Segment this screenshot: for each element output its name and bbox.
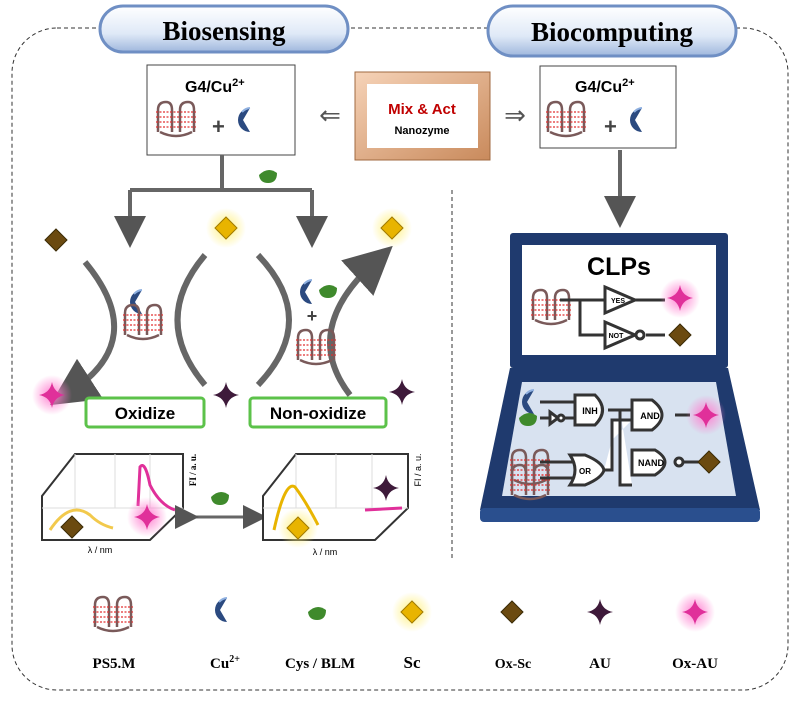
- svg-text:AND: AND: [640, 411, 660, 421]
- ox-sc-icon: [44, 228, 68, 252]
- copper-icon: [129, 289, 143, 315]
- svg-text:+: +: [604, 114, 617, 139]
- svg-text:Oxidize: Oxidize: [115, 404, 175, 423]
- svg-text:+: +: [212, 114, 225, 139]
- laptop-clps: CLPs YES NOT INH AND OR NAND: [480, 233, 760, 522]
- legend-label-cu: Cu2+: [210, 654, 240, 672]
- svg-text:λ / nm: λ / nm: [313, 547, 338, 557]
- biocomputing-header: Biocomputing: [486, 4, 738, 58]
- svg-text:NOT: NOT: [609, 333, 625, 340]
- legend-label-cys-blm: Cys / BLM: [285, 656, 355, 672]
- legend-label-au: AU: [589, 656, 611, 672]
- green-drop-icon: [211, 491, 229, 505]
- au-icon: [389, 379, 415, 405]
- reaction-arcs: [49, 245, 393, 406]
- ox-au-icon: [32, 375, 72, 415]
- svg-text:Non-oxidize: Non-oxidize: [270, 404, 366, 423]
- legend-label-ox-sc: Ox-Sc: [495, 657, 532, 672]
- g4-icon: [121, 303, 165, 341]
- spectrum-chart-non-oxidized: FI / a. u. λ / nm: [262, 453, 423, 557]
- green-drop-icon: [319, 284, 337, 298]
- legend-icon-ps5m: [91, 595, 135, 633]
- spectrum-chart-oxidized: FI / a. u. λ / nm: [41, 453, 198, 555]
- svg-text:OR: OR: [579, 467, 591, 476]
- g4-cu-box-right: G4/Cu2+ +: [539, 65, 677, 149]
- ox-au-icon: [686, 395, 726, 435]
- au-icon: [213, 382, 239, 408]
- legend-icon-sc: [391, 591, 433, 633]
- svg-text:Mix & Act: Mix & Act: [388, 101, 456, 118]
- biosensing-header: Biosensing: [98, 4, 350, 54]
- legend: PS5.M Cu2+ Cys / BLM Sc Ox-Sc AU Ox-AU: [91, 591, 718, 672]
- svg-text:INH: INH: [582, 406, 598, 416]
- sc-glow-icon: [277, 507, 319, 549]
- svg-text:G4/Cu2+: G4/Cu2+: [575, 77, 635, 96]
- oxidize-label: Oxidize: [84, 396, 206, 429]
- double-arrow-left-icon: ⇐: [319, 100, 341, 130]
- legend-label-sc: Sc: [404, 653, 421, 672]
- legend-icon-ox-sc: [500, 600, 524, 624]
- sc-glow-icon: [205, 207, 247, 249]
- svg-text:YES: YES: [611, 298, 625, 305]
- legend-icon-ox-au: [675, 592, 715, 632]
- flow-lines: [114, 150, 636, 248]
- clps-title: CLPs: [587, 253, 651, 281]
- frame: [11, 27, 789, 691]
- double-arrow-right-icon: ⇒: [504, 100, 526, 130]
- legend-label-ox-au: Ox-AU: [672, 656, 718, 672]
- mix-act-nanozyme-box: Mix & Act Nanozyme: [354, 71, 491, 161]
- ox-au-icon: [660, 278, 700, 318]
- green-drop-icon: [259, 169, 277, 183]
- plus: +: [307, 306, 318, 326]
- non-oxidize-label: Non-oxidize: [248, 396, 388, 429]
- biocomputing-title: Biocomputing: [531, 17, 694, 47]
- legend-icon-cu: [214, 597, 228, 623]
- copper-icon: [299, 279, 313, 305]
- biosensing-title: Biosensing: [162, 16, 286, 46]
- svg-text:FI / a. u.: FI / a. u.: [188, 454, 198, 486]
- g4-cu-box-left: G4/Cu2+ +: [146, 64, 296, 156]
- svg-text:G4/Cu2+: G4/Cu2+: [185, 77, 245, 96]
- svg-text:λ / nm: λ / nm: [88, 545, 113, 555]
- svg-text:FI / a. u.: FI / a. u.: [413, 453, 423, 486]
- svg-text:NAND: NAND: [638, 458, 664, 468]
- legend-label-ps5m: PS5.M: [93, 656, 136, 672]
- legend-icon-au: [587, 599, 613, 625]
- legend-icon-cys-blm: [308, 606, 326, 620]
- svg-text:Nanozyme: Nanozyme: [394, 125, 449, 137]
- sc-glow-icon: [371, 207, 413, 249]
- ox-au-icon: [127, 497, 167, 537]
